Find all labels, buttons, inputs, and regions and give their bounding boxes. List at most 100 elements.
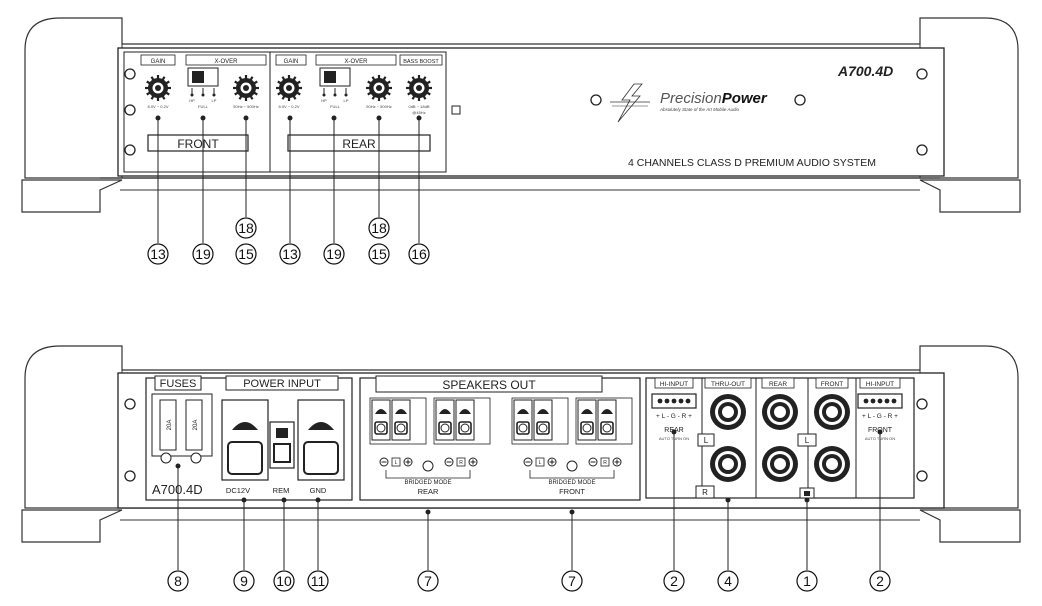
bridge-front-minus: L xyxy=(539,460,542,466)
bridge-channel-marker xyxy=(535,457,545,467)
speaker-terminal[interactable] xyxy=(597,399,617,441)
fuse-2-rating: 20A xyxy=(193,420,199,431)
speaker-terminals xyxy=(369,397,633,467)
svg-text:8: 8 xyxy=(174,573,182,589)
fuse-holder: 20A 20A xyxy=(151,393,213,464)
rear-switch-hp: HP xyxy=(321,98,327,103)
rear-switch-full: FULL xyxy=(330,104,341,109)
svg-text:19: 19 xyxy=(326,246,342,262)
callout-19: 19 xyxy=(192,243,214,265)
terminal-gnd-label: GND xyxy=(310,486,327,495)
bridge-rear-channel: REAR xyxy=(418,487,439,496)
bass-boost-knob[interactable] xyxy=(406,75,432,101)
callout-13: 13 xyxy=(279,243,301,265)
speaker-terminal[interactable] xyxy=(533,399,553,441)
callout-9: 9 xyxy=(233,570,255,592)
svg-text:4: 4 xyxy=(724,573,732,589)
front-model-name: A700.4D xyxy=(837,63,893,79)
system-description: 4 CHANNELS CLASS D PREMIUM AUDIO SYSTEM xyxy=(628,157,876,169)
callout-1: 1 xyxy=(796,570,818,592)
knob-group xyxy=(145,75,432,101)
fuse-1[interactable] xyxy=(159,399,177,451)
svg-text:15: 15 xyxy=(371,246,387,262)
rear-hi-input-connector[interactable] xyxy=(651,393,697,409)
front-right-jack[interactable] xyxy=(814,446,850,482)
bass-boost-label: BASS BOOST xyxy=(403,59,439,65)
rear-right-jack[interactable] xyxy=(762,446,798,482)
callout-18: 18 xyxy=(235,217,257,239)
bridge-rear-mode: BRIDGED MODE xyxy=(404,480,451,486)
bass-boost-freq: @45Hz xyxy=(412,110,425,115)
svg-text:18: 18 xyxy=(238,220,254,236)
rear-crossover-switch[interactable] xyxy=(319,67,351,87)
svg-text:2: 2 xyxy=(876,573,884,589)
plus-icon xyxy=(547,457,557,467)
speaker-terminal[interactable] xyxy=(391,399,411,441)
foot-right-bottom xyxy=(919,509,1021,543)
front-rca-label: FRONT xyxy=(821,381,843,388)
bass-boost-range: 0dB ~ 18dB xyxy=(408,104,429,109)
speaker-terminal[interactable] xyxy=(371,399,391,441)
plus-icon xyxy=(403,457,413,467)
thru-out-l-label: L xyxy=(704,436,709,445)
callout-16: 16 xyxy=(408,243,430,265)
foot-left xyxy=(21,179,123,213)
rear-control-box xyxy=(269,51,447,173)
speaker-terminal[interactable] xyxy=(577,399,597,441)
rear-freq-knob[interactable] xyxy=(366,75,392,101)
front-freq-knob[interactable] xyxy=(233,75,259,101)
speaker-terminal[interactable] xyxy=(455,399,475,441)
svg-text:2: 2 xyxy=(670,573,678,589)
front-switch-hp: HP xyxy=(189,98,195,103)
fuses-label: FUSES xyxy=(160,378,197,390)
callout-2: 2 xyxy=(869,570,891,592)
speaker-terminal[interactable] xyxy=(513,399,533,441)
svg-text:1: 1 xyxy=(803,573,811,589)
callout-4: 4 xyxy=(717,570,739,592)
front-hi-input-label: HI-INPUT xyxy=(866,381,894,388)
plus-icon xyxy=(612,457,622,467)
bridge-channel-marker xyxy=(600,457,610,467)
front-crossover-switch[interactable] xyxy=(187,67,219,87)
power-terminal-dc12v[interactable] xyxy=(221,399,269,481)
svg-text:13: 13 xyxy=(150,246,166,262)
callout-8: 8 xyxy=(167,570,189,592)
minus-icon xyxy=(588,457,598,467)
front-hi-input-connector[interactable] xyxy=(857,393,903,409)
callout-7: 7 xyxy=(417,570,439,592)
power-terminal-gnd[interactable] xyxy=(297,399,345,481)
svg-text:13: 13 xyxy=(282,246,298,262)
rear-gain-label: GAIN xyxy=(284,59,299,65)
front-left-jack[interactable] xyxy=(814,394,850,430)
speakers-out-label: SPEAKERS OUT xyxy=(442,378,536,392)
bridge-channel-marker xyxy=(391,457,401,467)
svg-text:11: 11 xyxy=(311,573,326,589)
rear-gain-range: 8.0V ~ 0.2V xyxy=(278,104,299,109)
svg-text:7: 7 xyxy=(568,573,576,589)
fuse-2[interactable] xyxy=(185,399,203,451)
rear-left-jack[interactable] xyxy=(762,394,798,430)
front-hi-input-pins: + L - G - R + xyxy=(862,413,898,420)
minus-icon xyxy=(379,457,389,467)
callout-19: 19 xyxy=(323,243,345,265)
thru-out-left-jack[interactable] xyxy=(710,394,746,430)
terminal-rem-label: REM xyxy=(273,486,290,495)
thru-out-right-jack[interactable] xyxy=(710,446,746,482)
bridge-rear-plus: R xyxy=(459,460,463,466)
rear-section-name: REAR xyxy=(342,137,376,151)
svg-text:9: 9 xyxy=(240,573,248,589)
bridge-front-plus: R xyxy=(603,460,607,466)
rear-xover-label: X-OVER xyxy=(344,59,368,65)
brand-name: PrecisionPower xyxy=(660,90,768,107)
callout-7: 7 xyxy=(561,570,583,592)
power-terminal-rem[interactable] xyxy=(269,421,295,469)
svg-text:16: 16 xyxy=(411,246,427,262)
front-xover-label: X-OVER xyxy=(214,59,238,65)
terminal-dc12v-label: DC12V xyxy=(226,486,250,495)
speaker-terminal[interactable] xyxy=(435,399,455,441)
front-gain-knob[interactable] xyxy=(145,75,171,101)
rear-gain-knob[interactable] xyxy=(276,75,302,101)
callout-18: 18 xyxy=(368,217,390,239)
plus-icon xyxy=(468,457,478,467)
